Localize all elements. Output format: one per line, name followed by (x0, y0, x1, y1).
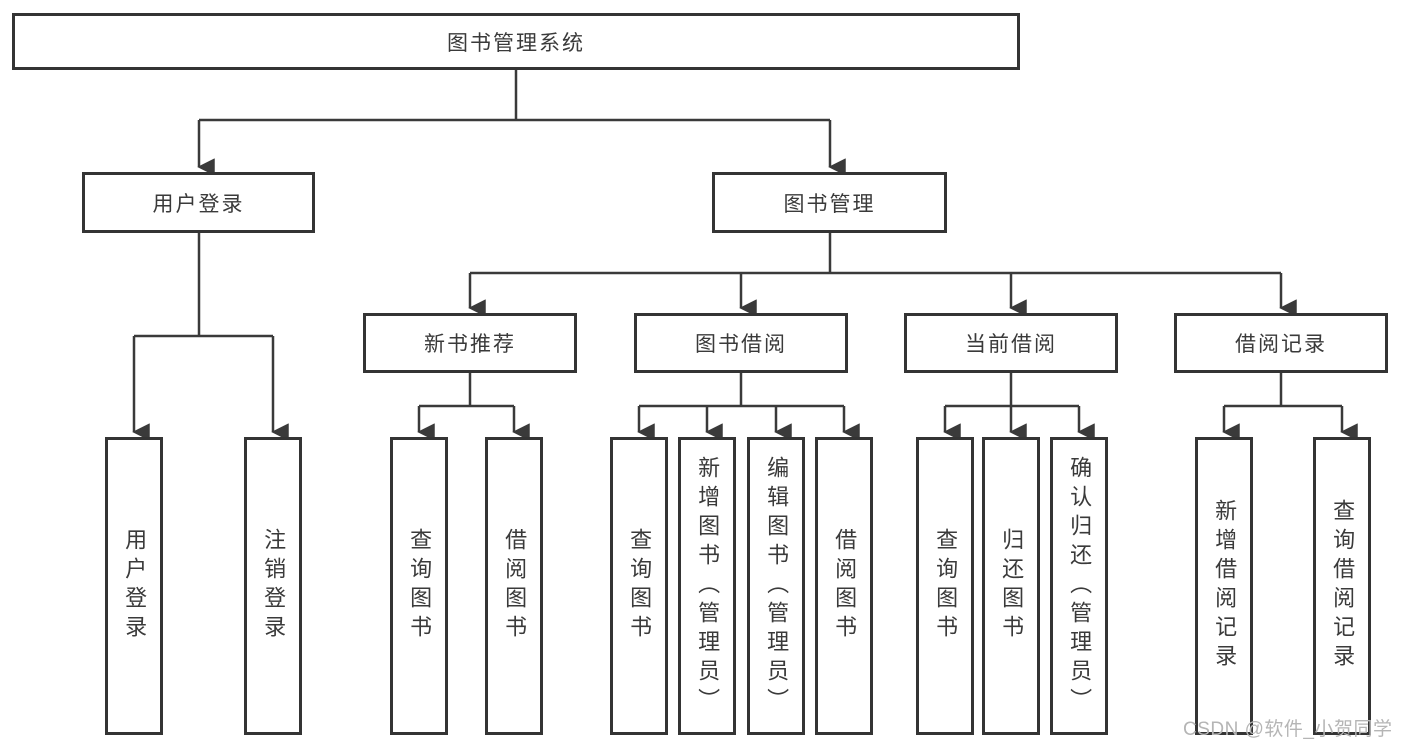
leaf-logout-label: 注销登录 (261, 528, 287, 644)
leaf-current-return-books-label: 归还图书 (999, 528, 1025, 644)
node-new-book-recommend: 新书推荐 (363, 313, 577, 373)
leaf-borrow-query-books: 查询图书 (610, 437, 668, 735)
leaf-borrow-edit-books-admin: 编辑图书（管理员） (747, 437, 805, 735)
leaf-current-query-books: 查询图书 (916, 437, 974, 735)
leaf-current-query-books-label: 查询图书 (933, 528, 959, 644)
leaf-newbook-query-books-label: 查询图书 (407, 528, 433, 644)
leaf-records-add-record-label: 新增借阅记录 (1212, 499, 1238, 673)
leaf-records-query-record: 查询借阅记录 (1313, 437, 1371, 735)
leaf-newbook-query-books: 查询图书 (390, 437, 448, 735)
node-root-system: 图书管理系统 (12, 13, 1020, 70)
leaf-current-confirm-return-admin: 确认归还（管理员） (1050, 437, 1108, 735)
node-borrow-records-label: 借阅记录 (1235, 333, 1327, 356)
node-current-borrow-label: 当前借阅 (965, 333, 1057, 356)
leaf-records-add-record: 新增借阅记录 (1195, 437, 1253, 735)
leaf-borrow-query-books-label: 查询图书 (627, 528, 653, 644)
leaf-newbook-borrow-books: 借阅图书 (485, 437, 543, 735)
node-book-management-label: 图书管理 (783, 192, 876, 216)
leaf-user-login-label: 用户登录 (122, 528, 148, 644)
node-book-borrow-label: 图书借阅 (695, 333, 787, 356)
leaf-borrow-add-books-admin: 新增图书（管理员） (678, 437, 736, 735)
leaf-user-login: 用户登录 (105, 437, 163, 735)
leaf-current-confirm-return-admin-label: 确认归还（管理员） (1067, 455, 1093, 717)
node-current-borrow: 当前借阅 (904, 313, 1118, 373)
leaf-logout: 注销登录 (244, 437, 302, 735)
leaf-borrow-edit-books-admin-label: 编辑图书（管理员） (764, 455, 790, 717)
leaf-current-return-books: 归还图书 (982, 437, 1040, 735)
leaf-borrow-add-books-admin-label: 新增图书（管理员） (695, 455, 721, 717)
node-root-label: 图书管理系统 (447, 31, 585, 55)
node-book-management: 图书管理 (712, 172, 947, 233)
node-book-borrow: 图书借阅 (634, 313, 848, 373)
leaf-borrow-borrow-books: 借阅图书 (815, 437, 873, 735)
leaf-records-query-record-label: 查询借阅记录 (1330, 499, 1356, 673)
csdn-watermark: CSDN @软件_小贺同学 (1183, 719, 1393, 740)
leaf-borrow-borrow-books-label: 借阅图书 (832, 528, 858, 644)
leaf-newbook-borrow-books-label: 借阅图书 (502, 528, 528, 644)
node-new-book-recommend-label: 新书推荐 (424, 333, 516, 356)
node-user-login: 用户登录 (82, 172, 315, 233)
node-user-login-label: 用户登录 (152, 192, 245, 216)
node-borrow-records: 借阅记录 (1174, 313, 1388, 373)
